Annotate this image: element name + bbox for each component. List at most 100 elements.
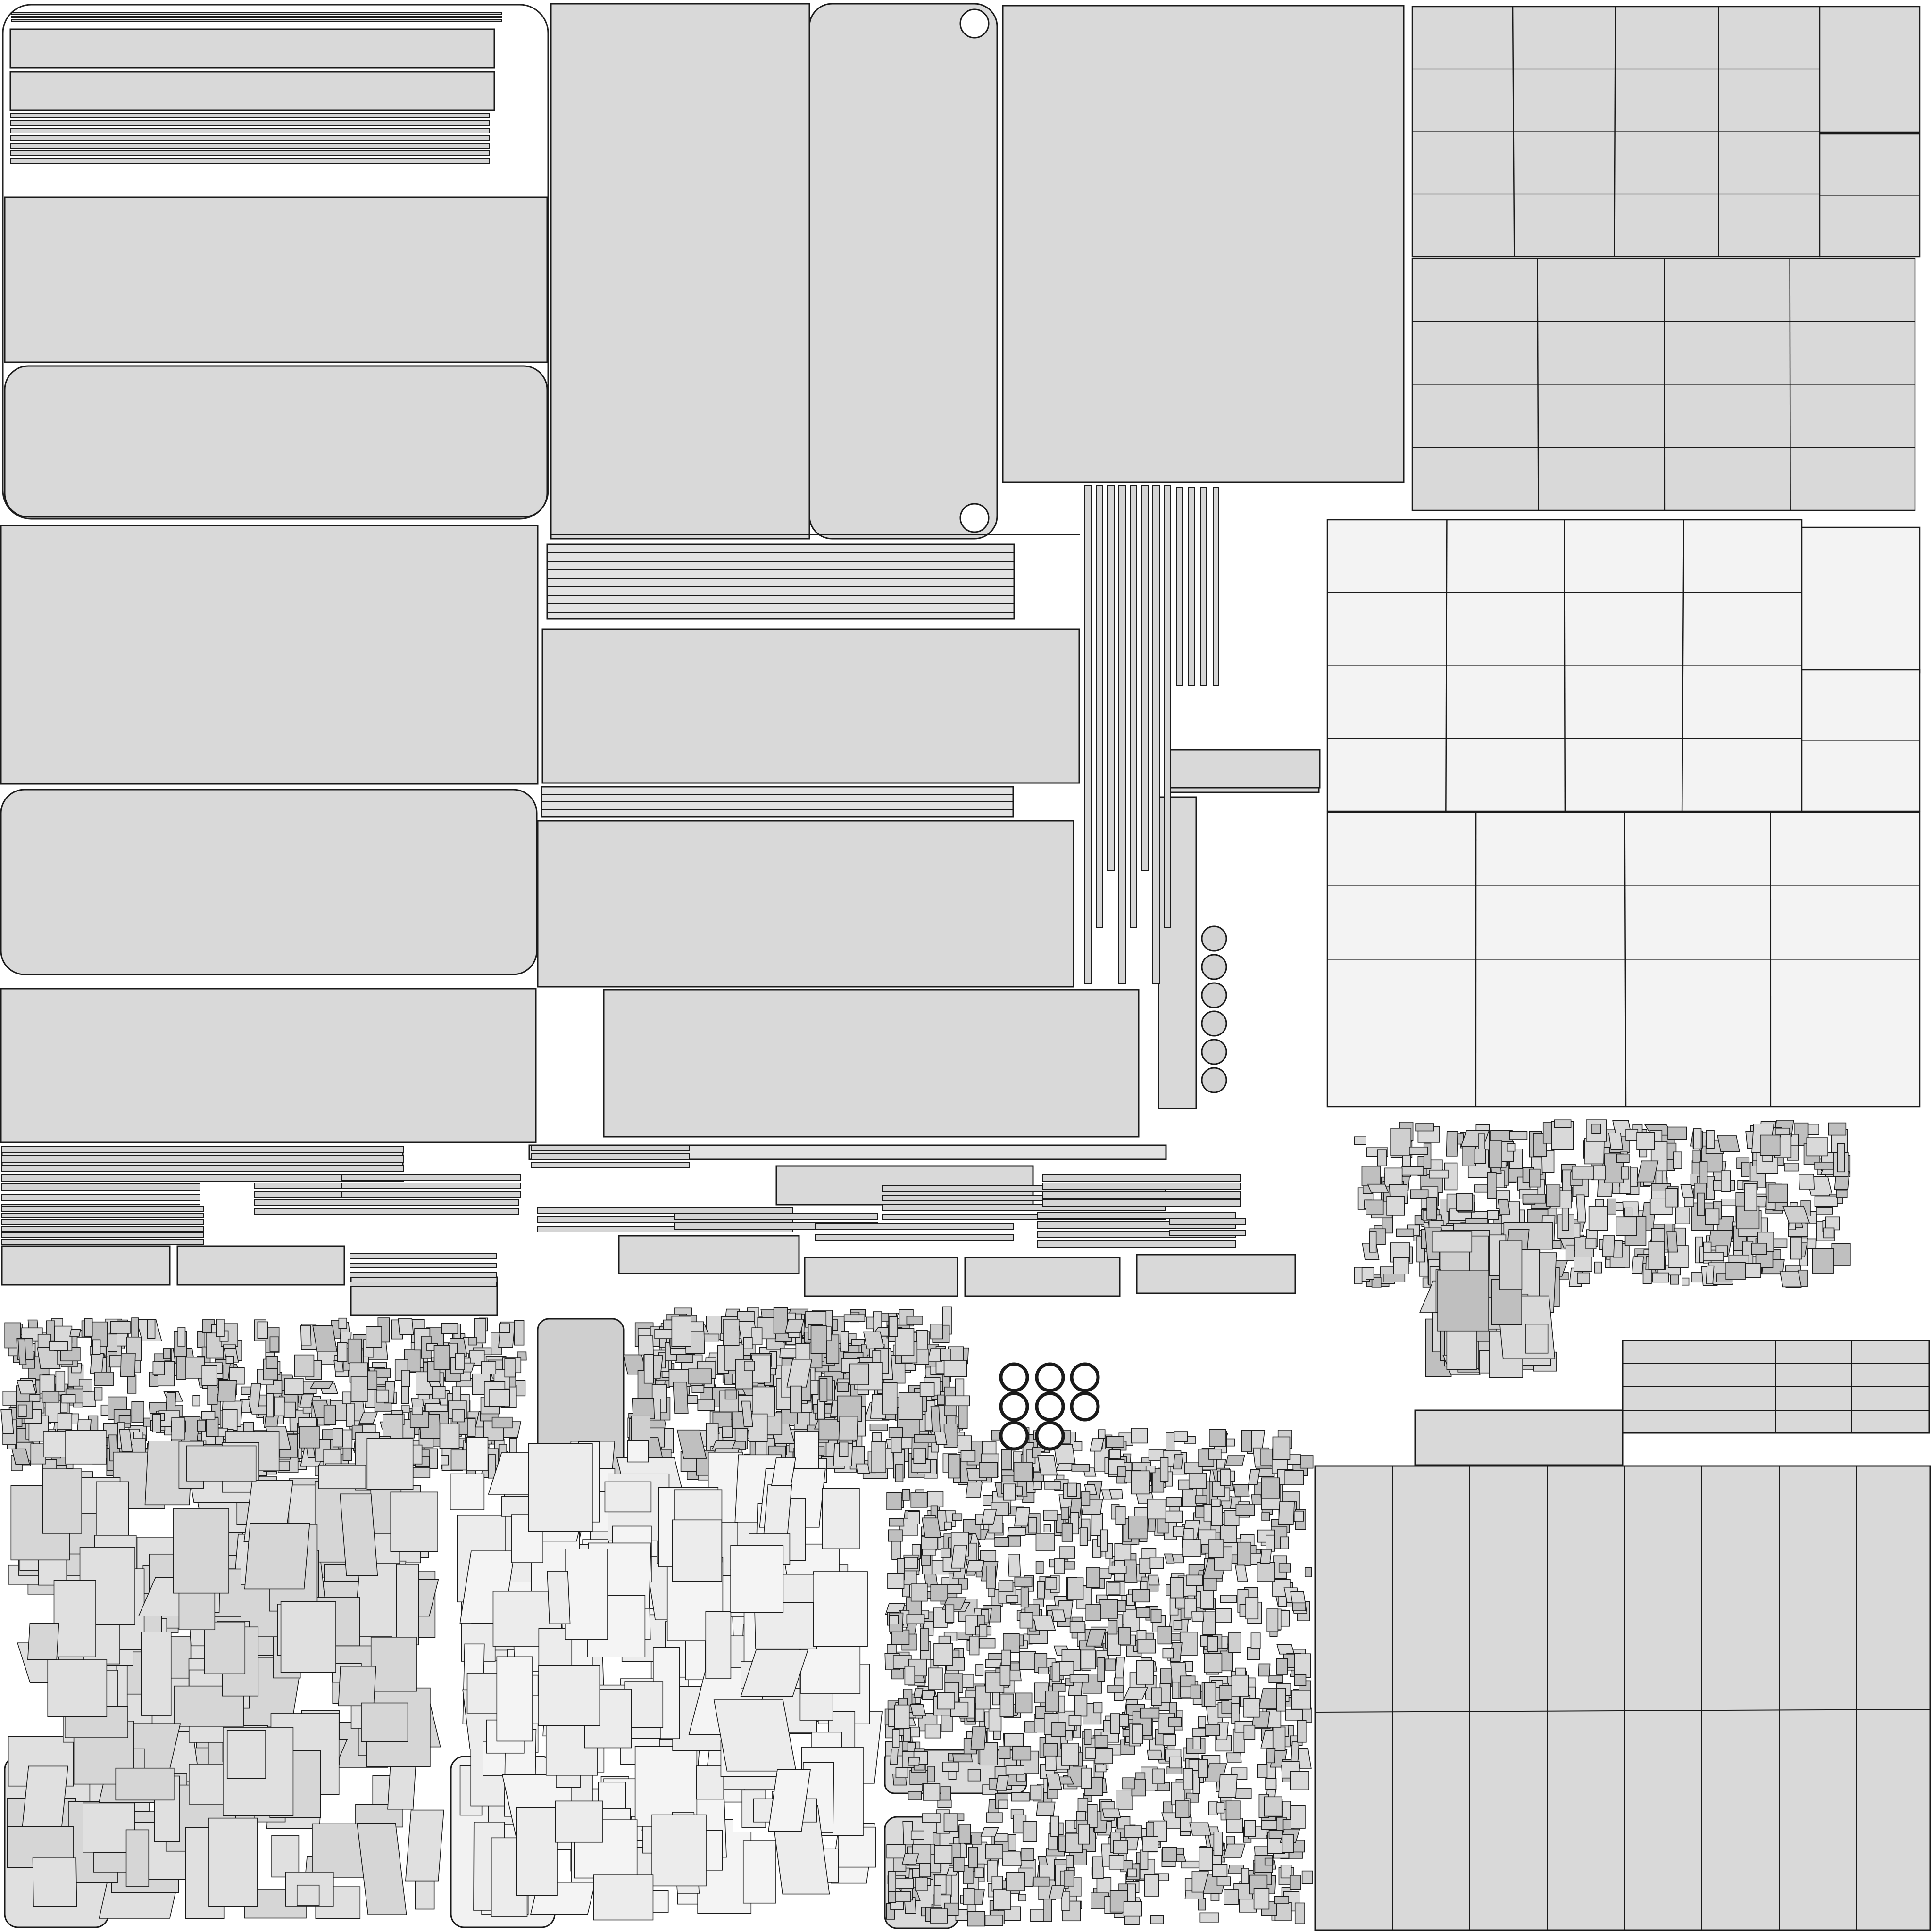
uv-fragment <box>1636 1160 1659 1183</box>
uv-fragment <box>298 1417 317 1428</box>
uv-fragment <box>1507 1143 1516 1152</box>
uv-fragment <box>921 1536 938 1550</box>
uv-fragment <box>92 1339 101 1355</box>
uv-strip <box>350 1282 497 1287</box>
uv-fragment <box>903 1727 911 1742</box>
uv-fragment <box>27 1623 59 1660</box>
uv-fragment <box>1218 1774 1238 1798</box>
uv-fragment <box>1278 1563 1291 1573</box>
uv-fragment <box>984 1915 1003 1926</box>
uv-fragment <box>1114 1657 1125 1681</box>
uv-fragment <box>283 1401 296 1418</box>
uv-fragment <box>17 1338 27 1365</box>
uv-island-circle <box>959 503 990 533</box>
uv-fragment <box>1059 1546 1075 1559</box>
uv-fragment <box>547 1571 571 1624</box>
uv-strip <box>674 1213 878 1220</box>
uv-strip <box>1 1146 404 1153</box>
uv-fragment <box>1202 1611 1216 1635</box>
large-uv-islands <box>0 3 1931 1931</box>
uv-circle <box>1070 1362 1100 1392</box>
uv-fragment <box>952 1753 973 1763</box>
uv-strip <box>1118 485 1126 984</box>
uv-fragment <box>1068 1715 1082 1726</box>
uv-fragment <box>1369 1231 1377 1253</box>
uv-fragment <box>1198 1759 1208 1778</box>
uv-fragment <box>919 1382 935 1397</box>
uv-fragment <box>1100 1529 1108 1552</box>
uv-fragment <box>1182 1539 1202 1557</box>
uv-fragment <box>1272 1726 1286 1751</box>
uv-fragment <box>991 1876 1003 1892</box>
uv-fragment <box>488 1454 496 1479</box>
uv-fragment <box>433 1345 450 1370</box>
uv-fragment <box>1366 1267 1374 1280</box>
uv-fragment <box>1299 1455 1314 1469</box>
uv-fragment <box>1208 1801 1218 1815</box>
uv-fragment <box>1037 1581 1045 1599</box>
uv-fragment <box>1046 1774 1062 1790</box>
uv-fragment <box>1054 1558 1065 1574</box>
uv-fragment <box>452 1386 461 1403</box>
uv-fragment <box>1268 1830 1283 1839</box>
uv-fragment <box>197 1331 206 1348</box>
uv-fragment <box>886 1492 902 1510</box>
uv-fragment <box>1216 1876 1231 1886</box>
uv-fragment <box>1716 1135 1740 1152</box>
uv-fragment <box>405 1809 444 1882</box>
uv-fragment <box>1124 1915 1140 1925</box>
uv-fragment <box>1384 1167 1403 1187</box>
uv-fragment <box>61 1394 76 1404</box>
uv-fragment <box>1790 1237 1802 1260</box>
uv-strip <box>1169 1230 1246 1236</box>
uv-fragment <box>1001 1449 1012 1470</box>
uv-fragment <box>1208 1539 1224 1558</box>
uv-island <box>0 988 537 1143</box>
uv-fragment <box>1226 1818 1243 1833</box>
uv-fragment <box>120 1353 136 1377</box>
uv-fragment <box>1180 1675 1196 1688</box>
uv-fragment <box>910 1583 928 1602</box>
uv-fragment <box>941 1713 953 1732</box>
uv-fragment <box>1084 1729 1092 1745</box>
uv-fragment <box>1220 1469 1231 1486</box>
uv-fragment <box>1144 1874 1159 1897</box>
uv-fragment <box>1183 1768 1193 1790</box>
uv-island <box>1314 1465 1931 1931</box>
uv-fragment <box>904 1666 916 1686</box>
uv-fragment <box>1294 1674 1307 1686</box>
uv-fragment <box>952 1513 963 1521</box>
uv-fragment <box>271 1835 300 1878</box>
uv-fragment <box>1257 1562 1275 1582</box>
uv-fragment <box>1784 1163 1799 1172</box>
uv-fragment <box>1064 1870 1074 1887</box>
uv-fragment <box>923 1783 941 1801</box>
uv-fragment <box>1181 1860 1199 1869</box>
uv-fragment <box>204 1621 246 1674</box>
uv-fragment <box>1266 1748 1276 1764</box>
uv-fragment <box>993 1889 1011 1910</box>
uv-strip <box>1037 1212 1236 1219</box>
uv-fragment <box>1290 1771 1309 1790</box>
uv-fragment <box>920 1628 929 1651</box>
uv-fragment <box>1087 1804 1098 1828</box>
uv-fragment <box>943 1360 967 1377</box>
uv-strip <box>531 1153 690 1160</box>
uv-island <box>4 365 548 518</box>
uv-fragment <box>1648 1241 1665 1270</box>
uv-fragment <box>1697 1192 1705 1216</box>
uv-fragment <box>676 1429 707 1459</box>
uv-fragment <box>888 1871 896 1892</box>
uv-fragment <box>1132 1724 1143 1744</box>
uv-fragment <box>1119 1714 1129 1727</box>
uv-fragment <box>713 1699 797 1772</box>
uv-fragment <box>1093 1702 1103 1714</box>
uv-fragment <box>1132 1589 1150 1603</box>
uv-fragment <box>1081 1767 1092 1789</box>
uv-fragment <box>810 1325 827 1354</box>
uv-fragment <box>1069 1621 1086 1633</box>
uv-fragment <box>100 1404 109 1416</box>
uv-fragment <box>1613 1240 1623 1258</box>
uv-strip <box>10 150 490 156</box>
uv-fragment <box>1182 1487 1197 1507</box>
